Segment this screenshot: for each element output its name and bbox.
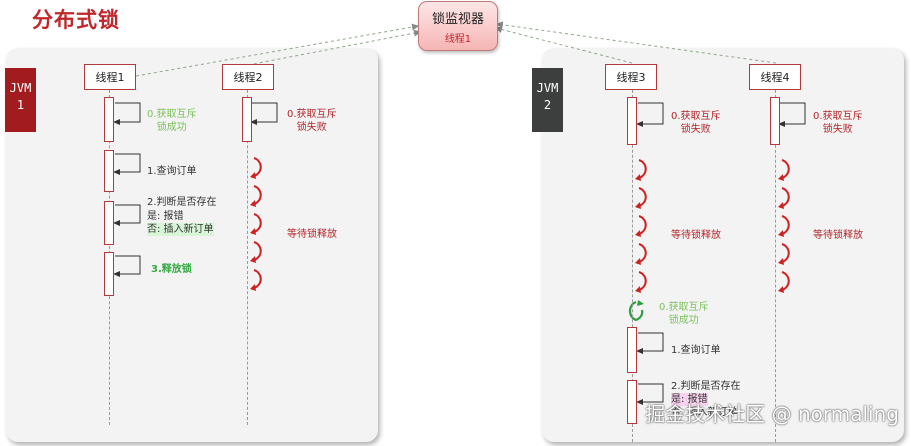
- t3-wait-arrow-2: [638, 215, 647, 235]
- t4-wait-arrow-4: [781, 271, 790, 291]
- jvm1-panel: [6, 48, 378, 442]
- t3-wait-arrow-1: [638, 187, 647, 207]
- t4-monitor-link: [496, 21, 777, 64]
- t4-wait-arrow-2: [781, 215, 790, 235]
- t2-wait-arrowhead-3: [250, 256, 256, 263]
- t4-self-arrow-0: [780, 102, 806, 125]
- t2-wait-arrowhead-0: [250, 172, 256, 179]
- t3-step0-label: 0.获取互斥 锁失败: [671, 111, 721, 135]
- jvm1-label: JVM 1: [5, 68, 36, 132]
- t2-activation-0: [242, 97, 252, 142]
- t3-activation-1: [627, 327, 637, 373]
- t2-self-arrow-0: [252, 102, 278, 123]
- t3-wait-arrowhead-4: [635, 286, 641, 293]
- t3-wait-arrowhead-1: [635, 202, 641, 209]
- t1-self-arrow-3: [115, 255, 141, 275]
- t4-wait-arrowhead-1: [778, 202, 784, 209]
- t1-step1-label: 1.查询订单: [147, 166, 197, 177]
- t3-self-arrow-1: [638, 332, 664, 352]
- t3-wait-arrowhead-0: [635, 174, 641, 181]
- t1-self-arrow-2: [115, 204, 141, 224]
- t4-step0-label: 0.获取互斥 锁失败: [813, 111, 863, 135]
- t1-activation-3: [104, 252, 114, 296]
- t3-success-arrowhead: [637, 300, 644, 306]
- wait-arrow-group: [250, 157, 790, 293]
- t3-step2-line-b: 是: 报错: [671, 393, 708, 406]
- t4-activation-0: [770, 97, 780, 145]
- t2-wait-label: 等待锁释放: [287, 229, 337, 240]
- watermark: 掘金技术社区 @ normaling: [645, 402, 899, 426]
- thread2-lifeline: [247, 90, 248, 425]
- t4-wait-label: 等待锁释放: [813, 230, 863, 241]
- t4-wait-arrowhead-2: [778, 230, 784, 237]
- lock-monitor: 锁监视器 线程1: [418, 1, 498, 51]
- t1-activation-1: [104, 150, 114, 192]
- t4-wait-arrowhead-0: [778, 174, 784, 181]
- t1-activation-2: [104, 201, 114, 245]
- t2-wait-arrowhead-4: [250, 284, 256, 291]
- t2-wait-arrow-4: [253, 269, 262, 289]
- t3-monitor-link: [495, 26, 633, 64]
- t3-wait-label: 等待锁释放: [671, 230, 721, 241]
- jvm2-panel: [542, 48, 904, 442]
- t3-success-arrow: [628, 300, 644, 322]
- t1-self-arrow-0: [115, 102, 141, 123]
- jvm2-text: JVM 2: [536, 81, 559, 112]
- thread4-header: 线程4: [749, 64, 801, 90]
- thread1-header: 线程1: [84, 64, 136, 90]
- t2-wait-arrow-0: [253, 157, 262, 177]
- t4-wait-arrow-1: [781, 187, 790, 207]
- jvm1-text: JVM 1: [9, 81, 32, 112]
- t2-wait-arrow-1: [253, 185, 262, 205]
- thread3-header: 线程3: [605, 64, 657, 90]
- t3-wait-arrowhead-3: [635, 258, 641, 265]
- t2-monitor-link: [247, 29, 421, 66]
- t3-activation-0: [627, 97, 637, 145]
- t3-wait-arrowhead-2: [635, 230, 641, 237]
- diagram-title: 分布式锁: [32, 8, 120, 32]
- t2-wait-arrow-3: [253, 241, 262, 261]
- t3-step2-line-a: 2.判断是否存在: [671, 381, 741, 392]
- t4-wait-arrowhead-3: [778, 258, 784, 265]
- t1-step0-label: 0.获取互斥 锁成功: [147, 109, 197, 133]
- t4-wait-arrow-0: [781, 159, 790, 179]
- t1-self-arrow-1: [115, 153, 141, 173]
- t1-monitor-link: [135, 23, 419, 77]
- t3-step0b-label: 0.获取互斥 锁成功: [659, 302, 709, 326]
- lock-monitor-holder: 线程1: [444, 34, 472, 45]
- lock-monitor-title: 锁监视器: [431, 12, 484, 27]
- t2-step0-label: 0.获取互斥 锁失败: [287, 109, 337, 133]
- t3-self-arrow-2: [638, 383, 664, 403]
- t3-wait-arrow-0: [638, 159, 647, 179]
- t3-step2-line-c: 否: 插入新订单: [671, 407, 738, 418]
- t1-step2-line-c: 否: 插入新订单: [147, 223, 214, 236]
- t1-step2-line-a: 2.判断是否存在: [147, 197, 217, 208]
- thread3-lifeline: [632, 90, 633, 442]
- t3-activation-2: [627, 380, 637, 424]
- thread4-lifeline: [775, 90, 776, 442]
- t3-wait-arrow-4: [638, 271, 647, 291]
- thread2-header: 线程2: [222, 64, 274, 90]
- t3-step1-label: 1.查询订单: [671, 345, 721, 356]
- t4-wait-arrowhead-4: [778, 286, 784, 293]
- t4-wait-arrow-3: [781, 243, 790, 263]
- t1-activation-0: [104, 97, 114, 142]
- t3-self-arrow-0: [638, 102, 664, 125]
- t1-step2-line-b: 是: 报错: [147, 211, 184, 222]
- jvm2-label: JVM 2: [532, 68, 563, 132]
- t2-wait-arrowhead-2: [250, 228, 256, 235]
- t3-wait-arrow-3: [638, 243, 647, 263]
- t2-wait-arrow-2: [253, 213, 262, 233]
- t1-step3-label: 3.释放锁: [151, 264, 192, 275]
- t2-wait-arrowhead-1: [250, 200, 256, 207]
